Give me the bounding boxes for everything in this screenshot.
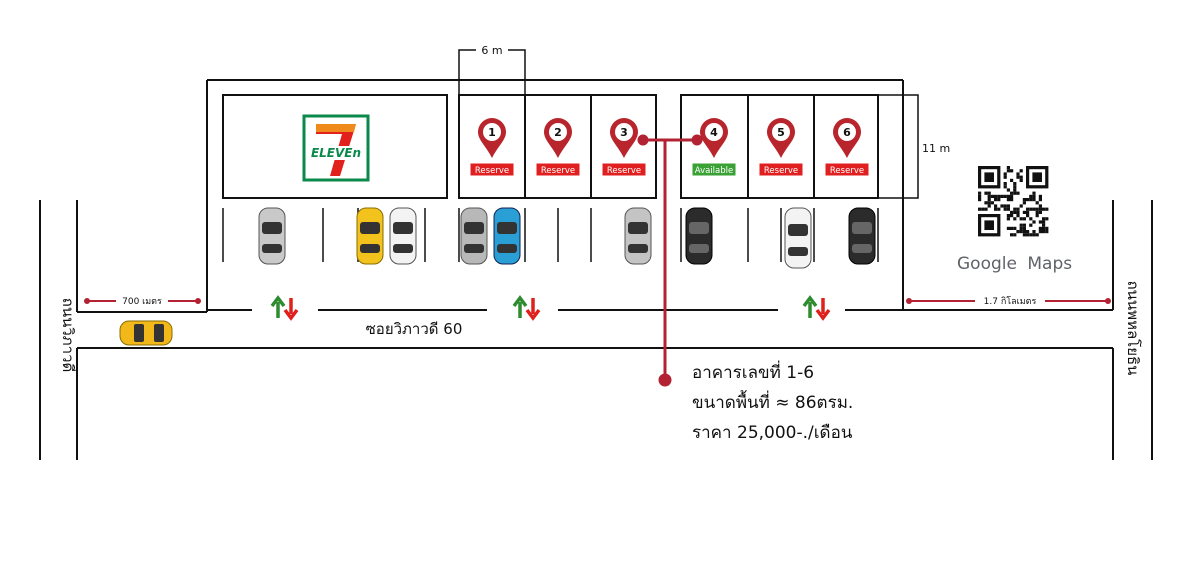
taxi-car <box>119 320 173 346</box>
unit-status-label: Reserve <box>475 166 509 176</box>
unit-status-badge <box>601 162 647 177</box>
two-way-arrow-icon <box>802 295 831 321</box>
unit-status-badge <box>469 162 515 177</box>
distance-left: 700 เมตร <box>84 294 201 307</box>
unit-number: 2 <box>554 126 562 139</box>
car <box>685 207 713 265</box>
car <box>258 207 286 265</box>
distance-right: 1.7 กิโลเมตร <box>906 294 1111 307</box>
parked-cars <box>258 207 876 269</box>
unit-number: 4 <box>710 126 718 139</box>
car <box>460 207 488 265</box>
info-block: อาคารเลขที่ 1-6 ขนาดพื้นที่ ≈ 86ตรม. ราค… <box>692 360 853 443</box>
google-maps-label[interactable]: Google Maps <box>957 254 1072 274</box>
unit-status-badge <box>535 162 581 177</box>
info-price: ราคา 25,000-./เดือน <box>692 423 853 443</box>
car <box>848 207 876 265</box>
two-way-arrow-icon <box>512 295 541 321</box>
car <box>784 207 812 269</box>
road-lines <box>39 79 1153 460</box>
maps-wordmark: Maps <box>1027 254 1072 274</box>
pin-center <box>772 123 790 141</box>
distance-left-label: 700 เมตร <box>122 297 162 307</box>
info-callout-line <box>637 134 703 387</box>
unit-markers: 1Reserve2Reserve3Reserve4Available5Reser… <box>469 118 870 177</box>
soi-road-label: ซอยวิภาวดี 60 <box>366 320 463 338</box>
parking-stalls <box>222 208 879 262</box>
unit-status-label: Reserve <box>607 166 641 176</box>
svg-text:Google Maps: Google Maps <box>957 254 1072 274</box>
pin-center <box>483 123 501 141</box>
arrow-down-icon <box>283 298 299 321</box>
car <box>493 207 521 265</box>
arrow-up-icon <box>512 295 528 318</box>
dimension-depth-label: 11 m <box>922 142 950 155</box>
arrow-down-icon <box>525 298 541 321</box>
distance-right-label: 1.7 กิโลเมตร <box>984 296 1037 307</box>
seven-eleven-logo: ELEVEn <box>302 114 370 182</box>
right-main-road-label: ถนนพหลโยธิน <box>1124 281 1142 376</box>
unit-status-label: Available <box>695 166 733 176</box>
unit-status-label: Reserve <box>830 166 864 176</box>
seven-eleven-store: ELEVEn <box>222 94 448 199</box>
arrow-down-icon <box>815 298 831 321</box>
google-wordmark: Google <box>957 254 1017 274</box>
info-building-numbers: อาคารเลขที่ 1-6 <box>692 360 814 383</box>
unit-number: 5 <box>777 126 785 139</box>
seven-eleven-logo-text: ELEVEn <box>311 146 361 160</box>
unit-status-badge <box>824 162 870 177</box>
left-main-road-label: ถนนวิภาวดี <box>59 298 77 373</box>
car <box>356 207 384 265</box>
pin-center <box>838 123 856 141</box>
car <box>624 207 652 265</box>
arrow-up-icon <box>270 295 286 318</box>
two-way-arrow-icon <box>270 295 299 321</box>
pin-center <box>549 123 567 141</box>
dimension-width: 6 m <box>458 44 526 95</box>
dimension-width-label: 6 m <box>481 44 502 57</box>
pin-center <box>615 123 633 141</box>
car <box>389 207 417 265</box>
unit-number: 1 <box>488 126 496 139</box>
info-area: ขนาดพื้นที่ ≈ 86ตรม. <box>692 390 853 413</box>
unit-number: 3 <box>620 126 628 139</box>
unit-status-badge <box>691 162 737 177</box>
unit-status-label: Reserve <box>764 166 798 176</box>
traffic-arrows <box>270 295 831 321</box>
dimension-depth: 11 m <box>878 94 950 199</box>
qr-code-icon[interactable] <box>976 164 1051 239</box>
pin-center <box>705 123 723 141</box>
arrow-up-icon <box>802 295 818 318</box>
unit-status-label: Reserve <box>541 166 575 176</box>
unit-status-badge <box>758 162 804 177</box>
unit-number: 6 <box>843 126 851 139</box>
